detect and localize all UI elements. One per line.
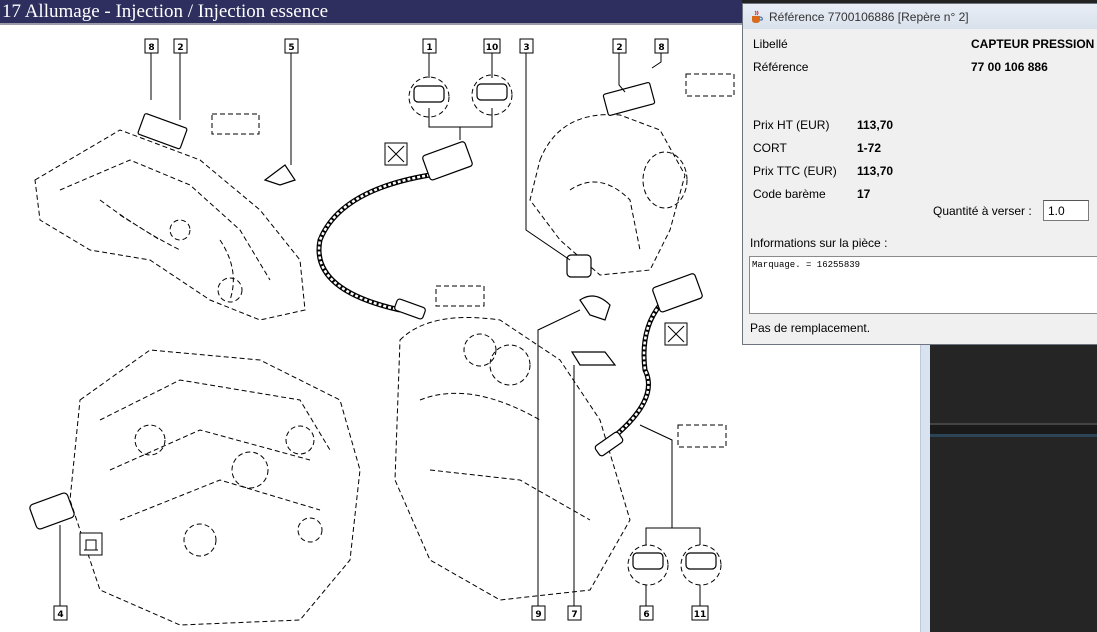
clip-part-5 — [263, 164, 296, 186]
code-bareme-label: Code barème — [753, 187, 826, 201]
reference-box — [211, 113, 260, 135]
engine-block-drawing — [69, 349, 361, 626]
air-duct-drawing — [529, 114, 688, 276]
java-cup-icon — [752, 10, 763, 23]
callout-8b[interactable]: 8 — [654, 38, 669, 54]
libelle-value: CAPTEUR PRESSION — [971, 37, 1095, 51]
connector-pinout-11 — [680, 544, 722, 586]
callout-8[interactable]: 8 — [144, 38, 159, 54]
callout-9[interactable]: 9 — [531, 605, 546, 621]
panel-divider — [930, 423, 1097, 437]
callout-3[interactable]: 3 — [519, 38, 534, 54]
info-textarea[interactable]: Marquage. = 16255839 — [749, 256, 1097, 314]
svg-text:2: 2 — [177, 43, 183, 53]
svg-text:2: 2 — [616, 43, 622, 53]
reference-value: 77 00 106 886 — [971, 60, 1048, 74]
callout-5[interactable]: 5 — [284, 38, 299, 54]
part-reference-dialog: Référence 7700106886 [Repère n° 2] Libel… — [742, 3, 1097, 345]
cort-value: 1-72 — [857, 141, 882, 155]
connector-pinout-10 — [471, 74, 513, 116]
callout-6[interactable]: 6 — [639, 605, 654, 621]
knock-sensor — [566, 254, 592, 278]
temperature-sensor — [29, 492, 75, 530]
pressure-sensor-left — [137, 113, 188, 150]
connector-upstream — [422, 141, 473, 181]
prix-ht-value: 113,70 — [857, 118, 894, 132]
prix-ttc-value: 113,70 — [857, 164, 894, 178]
callout-10[interactable]: 10 — [483, 38, 501, 54]
oxygen-sensor-downstream — [594, 431, 624, 457]
sensor-cable-downstream — [608, 303, 662, 442]
reference-label: Référence — [753, 60, 809, 74]
callout-7[interactable]: 7 — [567, 605, 582, 621]
cort-label: CORT — [753, 141, 787, 155]
sensor-cable-upstream — [316, 172, 431, 313]
connector-pinout-1 — [408, 76, 450, 118]
no-disassembly-icon — [664, 322, 688, 346]
exploded-parts-diagram: 8 2 5 1 10 3 2 8 4 9 7 6 11 — [29, 38, 735, 626]
svg-text:1: 1 — [426, 43, 432, 53]
callout-4[interactable]: 4 — [53, 605, 68, 621]
gearbox-drawing — [394, 317, 631, 601]
splitter-bar[interactable] — [920, 345, 930, 632]
callout-2[interactable]: 2 — [173, 38, 188, 54]
pressure-sensor-right — [602, 82, 656, 116]
dialog-title: Référence 7700106886 [Repère n° 2] — [769, 9, 969, 24]
connector-pinout-6 — [627, 544, 669, 586]
svg-text:8: 8 — [658, 43, 664, 53]
tightening-torque-icon — [79, 532, 103, 556]
callout-11[interactable]: 11 — [691, 605, 709, 621]
libelle-label: Libellé — [753, 37, 788, 51]
clip-part — [579, 295, 611, 321]
svg-text:5: 5 — [288, 43, 294, 53]
prix-ht-label: Prix HT (EUR) — [753, 118, 830, 132]
reference-box — [685, 73, 735, 97]
svg-text:4: 4 — [57, 610, 63, 620]
svg-text:7: 7 — [571, 610, 577, 620]
dialog-title-bar[interactable]: Référence 7700106886 [Repère n° 2] — [743, 4, 1097, 29]
svg-text:8: 8 — [148, 43, 154, 53]
info-label: Informations sur la pièce : — [750, 236, 888, 250]
callout-2b[interactable]: 2 — [612, 38, 627, 54]
window-title: 17 Allumage - Injection / Injection esse… — [0, 0, 742, 25]
quantity-input[interactable] — [1043, 200, 1089, 221]
reference-box — [677, 424, 727, 448]
svg-text:11: 11 — [694, 610, 707, 620]
remplacement-status: Pas de remplacement. — [750, 321, 871, 335]
no-disassembly-icon — [384, 142, 408, 166]
svg-text:10: 10 — [486, 43, 499, 53]
svg-text:9: 9 — [535, 610, 541, 620]
code-bareme-value: 17 — [857, 187, 871, 201]
svg-text:6: 6 — [643, 610, 649, 620]
intake-manifold-drawing — [34, 129, 306, 321]
svg-text:3: 3 — [523, 43, 529, 53]
oxygen-sensor-upstream — [394, 298, 426, 320]
prix-ttc-label: Prix TTC (EUR) — [753, 164, 837, 178]
reference-box — [435, 285, 485, 307]
quantite-label: Quantité à verser : — [933, 204, 1032, 218]
connector-downstream — [652, 273, 703, 313]
dark-side-panel — [930, 345, 1097, 632]
callout-1[interactable]: 1 — [422, 38, 437, 54]
bracket-part — [570, 351, 617, 366]
